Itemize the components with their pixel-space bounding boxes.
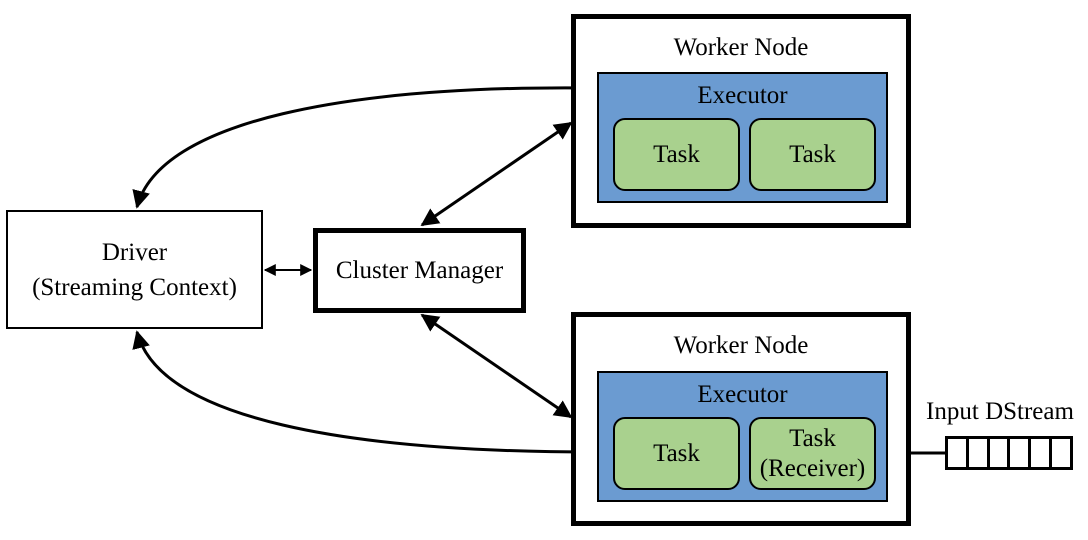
- receiver-task-box: Task (Receiver): [749, 417, 876, 490]
- driver-box: Driver (Streaming Context): [6, 210, 263, 329]
- arrow-cluster-worker-bottom: [420, 313, 573, 419]
- worker-node-top: Worker Node Executor Task Task: [571, 14, 911, 228]
- task-box: Task: [613, 118, 740, 191]
- queue-slot: [969, 439, 990, 467]
- queue-slot: [1031, 439, 1053, 467]
- receiver-label: (Receiver): [759, 454, 866, 482]
- queue-slot: [1010, 439, 1032, 467]
- task-box: Task: [613, 417, 740, 490]
- queue-slot: [990, 439, 1011, 467]
- executor-box: Executor Task Task: [597, 72, 888, 203]
- queue-slot: [1052, 439, 1070, 467]
- task-box: Task: [749, 118, 876, 191]
- worker-node-title: Worker Node: [673, 34, 809, 61]
- worker-node-title: Worker Node: [673, 332, 809, 359]
- arrow-driver-worker-bottom: [132, 330, 597, 461]
- input-dstream-label: Input DStream: [926, 398, 1074, 425]
- executor-box: Executor Task Task (Receiver): [597, 371, 888, 502]
- driver-label: Driver: [101, 238, 168, 266]
- cluster-manager-box: Cluster Manager: [313, 228, 526, 313]
- worker-node-bottom: Worker Node Executor Task Task (Receiver…: [571, 312, 911, 526]
- task-label: Task: [653, 140, 700, 168]
- task-label: Task: [789, 424, 836, 452]
- executor-title: Executor: [697, 381, 788, 408]
- task-label: Task: [789, 140, 836, 168]
- arrow-cluster-worker-top: [420, 121, 573, 227]
- driver-sublabel: (Streaming Context): [32, 273, 237, 301]
- input-dstream-queue: [945, 436, 1073, 470]
- executor-title: Executor: [697, 82, 788, 109]
- queue-slot: [948, 439, 969, 467]
- arrow-driver-worker-top: [132, 78, 597, 209]
- cluster-manager-label: Cluster Manager: [335, 256, 504, 284]
- task-label: Task: [653, 439, 700, 467]
